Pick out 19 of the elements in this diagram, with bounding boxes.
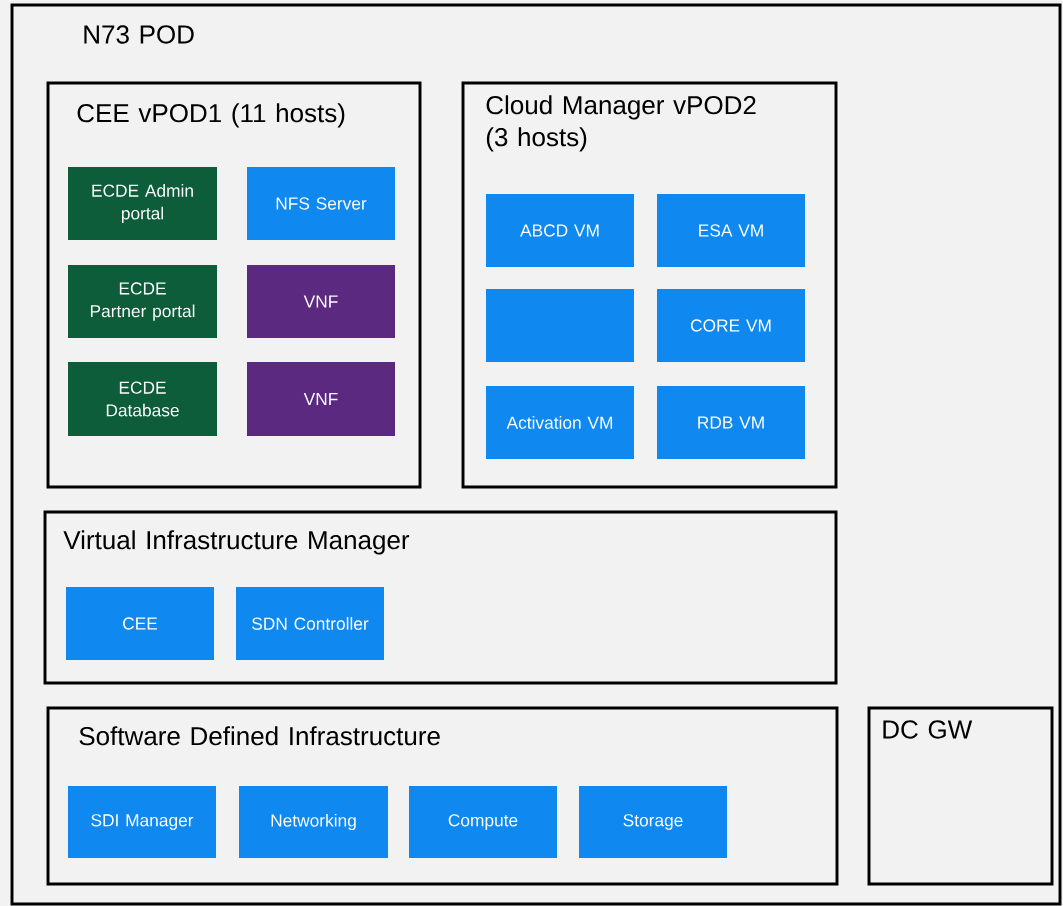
- component-box: CORE VM: [657, 289, 805, 362]
- component-box: VNF: [247, 265, 395, 338]
- component-box: SDN Controller: [236, 587, 384, 660]
- component-box: Networking: [239, 786, 388, 858]
- component-box: ECDE Database: [68, 362, 217, 436]
- component-box: ECDE Partner portal: [68, 265, 217, 338]
- group-box: DC GW: [867, 706, 1054, 886]
- component-box: Activation VM: [486, 386, 634, 459]
- component-box: ABCD VM: [486, 194, 634, 267]
- component-box: Storage: [579, 786, 727, 858]
- component-box: SDI Manager: [68, 786, 216, 858]
- component-box: RDB VM: [657, 386, 805, 459]
- component-box: ECDE Admin portal: [68, 167, 217, 240]
- component-box: CEE: [66, 587, 214, 660]
- component-box: ESA VM: [657, 194, 805, 267]
- component-box: Compute: [409, 786, 557, 858]
- component-box: [486, 289, 634, 362]
- component-box: NFS Server: [247, 167, 395, 240]
- component-box: VNF: [247, 362, 395, 436]
